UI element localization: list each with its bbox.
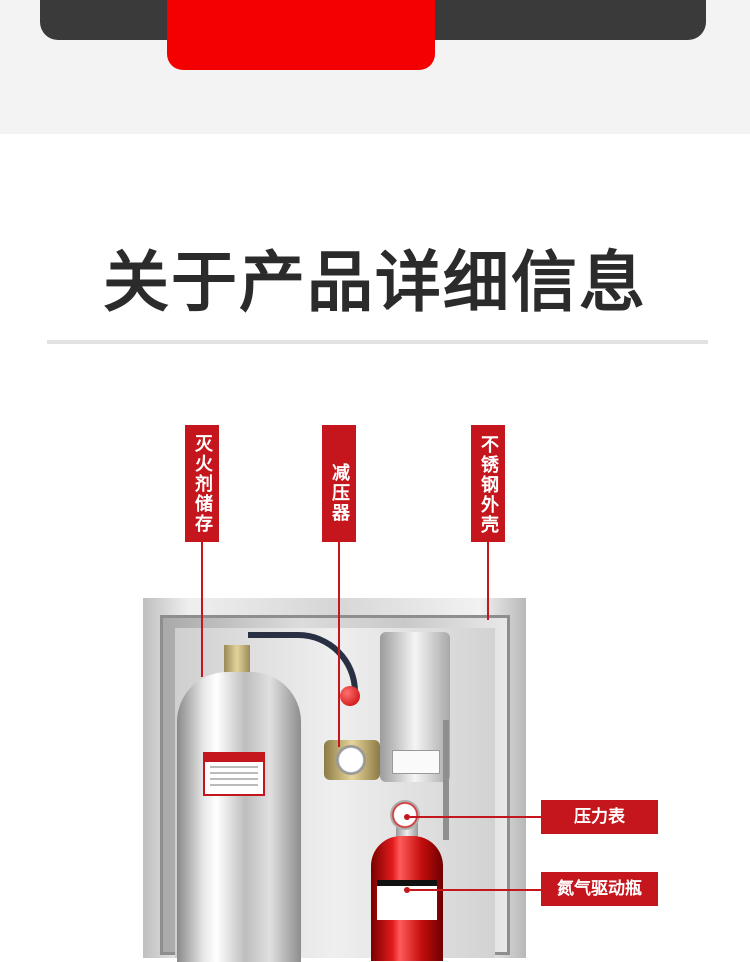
callout-storage-label: 灭火剂储存器 xyxy=(158,425,219,542)
title-divider xyxy=(47,340,708,344)
bottle-label xyxy=(377,880,437,920)
valve-knob xyxy=(340,686,360,706)
cylinder-nameplate xyxy=(203,752,265,796)
callout-gauge-label: 压力表 xyxy=(541,800,658,834)
callout-shell-label: 不锈钢外壳 xyxy=(471,425,505,542)
callout-reducer-label: 减压器 xyxy=(322,425,356,542)
callout-reducer-leader xyxy=(338,542,340,747)
callout-shell-leader xyxy=(487,542,489,620)
actuator-tag xyxy=(392,750,440,774)
reducer-gauge xyxy=(336,745,366,775)
callout-gauge-dot xyxy=(404,814,410,820)
callout-nitrogen-leader xyxy=(410,889,541,891)
callout-storage-leader xyxy=(201,542,203,677)
top-red-tab xyxy=(167,0,435,70)
cylinder-valve xyxy=(224,645,250,677)
callout-nitrogen-dot xyxy=(404,887,410,893)
agent-storage-cylinder xyxy=(177,672,301,962)
page-title: 关于产品详细信息 xyxy=(103,244,647,321)
detector-rod xyxy=(443,720,449,840)
callout-nitrogen-label: 氮气驱动瓶 xyxy=(541,872,658,906)
callout-gauge-leader xyxy=(410,816,541,818)
